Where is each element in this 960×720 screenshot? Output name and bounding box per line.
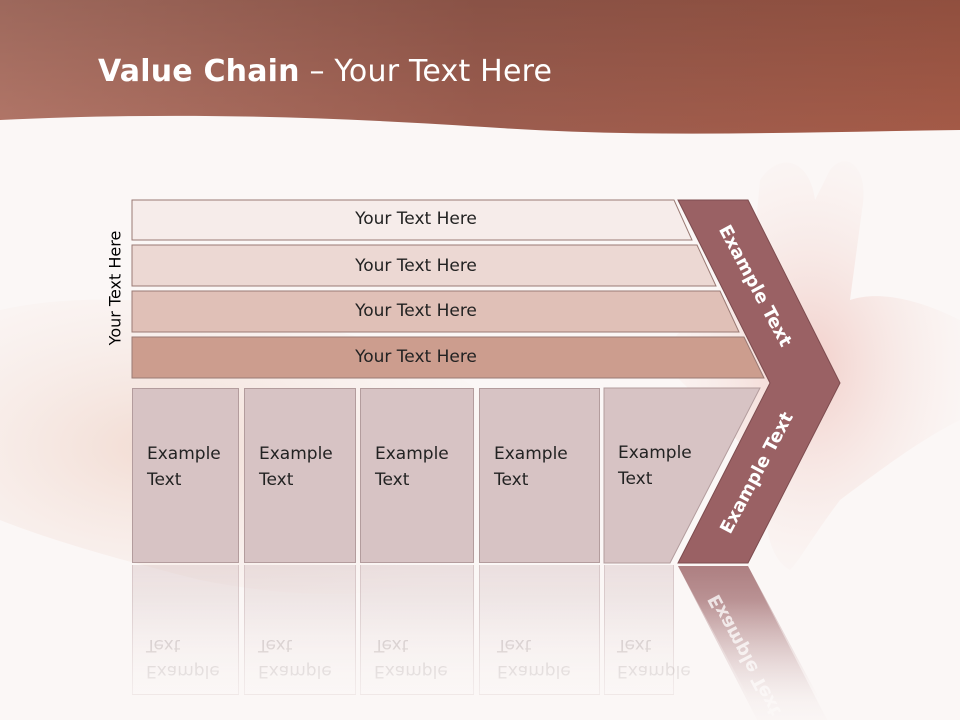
chevron-arrow[interactable] — [677, 199, 841, 564]
title-rest: – Your Text Here — [299, 54, 553, 89]
box-2-line-2: Text — [259, 470, 294, 490]
activity-box-3[interactable]: Example Text — [360, 388, 474, 563]
box-5-line-2: Text — [618, 469, 653, 489]
title-bold: Value Chain — [98, 54, 300, 89]
activity-box-4[interactable]: Example Text — [479, 388, 600, 563]
box-3-line-2: Text — [375, 470, 410, 490]
activity-box-5[interactable]: Example Text — [604, 388, 714, 563]
band-1[interactable] — [131, 199, 693, 241]
band-label-2: Your Text Here — [355, 256, 477, 276]
activity-box-1[interactable]: Example Text — [132, 388, 239, 563]
box-5-shape[interactable] — [603, 387, 761, 564]
band-3[interactable] — [131, 290, 740, 333]
slide-title: Value Chain – Your Text Here — [98, 54, 552, 89]
activity-box-2[interactable]: Example Text — [244, 388, 356, 563]
band-4[interactable] — [131, 336, 765, 379]
band-label-1: Your Text Here — [355, 209, 477, 229]
box-3-line-1: Example — [375, 444, 449, 464]
box-5-line-1: Example — [618, 443, 692, 463]
chevron-reflection-body — [678, 566, 820, 700]
band-label-3: Your Text Here — [355, 301, 477, 321]
box-4-line-1: Example — [494, 444, 568, 464]
box-1-line-2: Text — [147, 470, 182, 490]
box-2-line-1: Example — [259, 444, 333, 464]
band-2[interactable] — [131, 244, 717, 287]
box-4-line-2: Text — [494, 470, 529, 490]
box-1-line-1: Example — [147, 444, 221, 464]
band-label-4: Your Text Here — [355, 347, 477, 367]
